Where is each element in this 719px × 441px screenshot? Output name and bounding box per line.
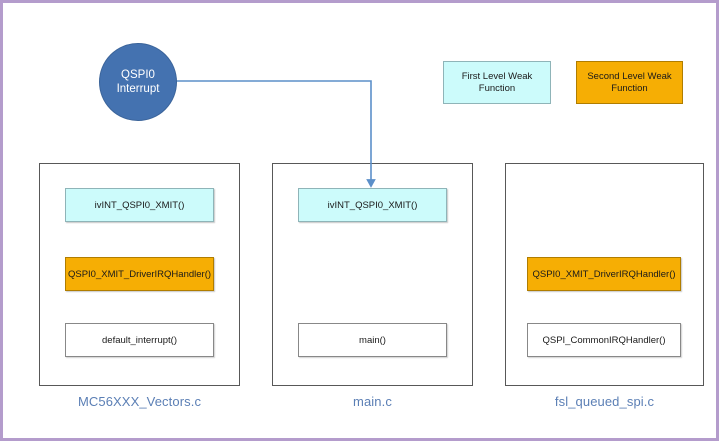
function-label: QSPI0_XMIT_DriverIRQHandler()	[532, 268, 676, 280]
legend-second-line2: Function	[611, 82, 648, 94]
legend-first-level-weak-function: First Level Weak Function	[443, 61, 551, 104]
function-ivint-qspi0-xmit-main: ivINT_QSPI0_XMIT()	[298, 188, 447, 222]
function-ivint-qspi0-xmit-vectors: ivINT_QSPI0_XMIT()	[65, 188, 214, 222]
function-main: main()	[298, 323, 447, 357]
function-label: main()	[359, 334, 386, 346]
file-label-vectors: MC56XXX_Vectors.c	[77, 394, 202, 409]
file-label-fsl-queued-spi: fsl_queued_spi.c	[554, 394, 655, 409]
interrupt-source-node: QSPI0 Interrupt	[99, 43, 177, 121]
function-qspi-commonirqhandler: QSPI_CommonIRQHandler()	[527, 323, 681, 357]
interrupt-node-line1: QSPI0	[121, 69, 155, 81]
legend-first-line2: Function	[478, 82, 516, 94]
function-label: QSPI0_XMIT_DriverIRQHandler()	[67, 268, 212, 280]
legend-first-line1: First Level Weak	[461, 70, 533, 82]
function-label: ivINT_QSPI0_XMIT()	[327, 199, 418, 211]
file-label-main: main.c	[353, 394, 392, 409]
function-label: default_interrupt()	[102, 334, 177, 346]
legend-second-line1: Second Level Weak	[587, 70, 672, 82]
function-qspi0-xmit-driverirqhandler-vectors: QSPI0_XMIT_DriverIRQHandler()	[65, 257, 214, 291]
function-qspi0-xmit-driverirqhandler-fsl: QSPI0_XMIT_DriverIRQHandler()	[527, 257, 681, 291]
legend-second-level-weak-function: Second Level Weak Function	[576, 61, 683, 104]
function-label: ivINT_QSPI0_XMIT()	[94, 199, 185, 211]
interrupt-node-line2: Interrupt	[116, 83, 160, 95]
function-label: QSPI_CommonIRQHandler()	[542, 334, 666, 346]
function-default-interrupt-vectors: default_interrupt()	[65, 323, 214, 357]
